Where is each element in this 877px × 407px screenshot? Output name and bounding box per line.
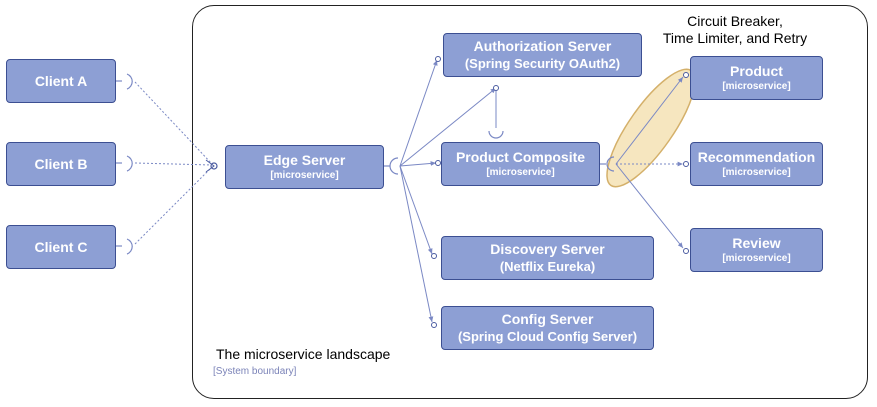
- product-composite-subtitle: [microservice]: [486, 167, 555, 178]
- client-c-label: Client C: [34, 238, 88, 255]
- config-server-box: Config Server (Spring Cloud Config Serve…: [441, 306, 654, 350]
- annotation-line-1: Circuit Breaker,: [687, 13, 783, 29]
- product-subtitle: [microservice]: [722, 81, 791, 92]
- product-composite-title: Product Composite: [455, 149, 586, 165]
- review-title: Review: [732, 235, 781, 251]
- product-box: Product [microservice]: [690, 56, 823, 100]
- authorization-server-subtitle: (Spring Security OAuth2): [464, 56, 621, 71]
- recommendation-box: Recommendation [microservice]: [690, 142, 823, 186]
- recommendation-subtitle: [microservice]: [722, 167, 791, 178]
- review-subtitle: [microservice]: [722, 253, 791, 264]
- boundary-subtitle: [System boundary]: [213, 366, 297, 377]
- authorization-server-title: Authorization Server: [473, 38, 612, 54]
- edge-server-title: Edge Server: [263, 152, 346, 168]
- client-a-box: Client A: [6, 59, 116, 103]
- recommendation-title: Recommendation: [697, 149, 816, 165]
- product-title: Product: [730, 63, 783, 79]
- client-b-label: Client B: [34, 155, 88, 172]
- circuit-breaker-annotation: Circuit Breaker, Time Limiter, and Retry: [640, 13, 830, 47]
- authorization-server-box: Authorization Server (Spring Security OA…: [443, 33, 642, 77]
- config-server-title: Config Server: [501, 311, 594, 327]
- client-b-box: Client B: [6, 142, 116, 186]
- discovery-server-subtitle: (Netflix Eureka): [499, 259, 596, 274]
- discovery-server-title: Discovery Server: [490, 241, 605, 257]
- config-server-subtitle: (Spring Cloud Config Server): [457, 329, 638, 344]
- product-composite-box: Product Composite [microservice]: [441, 142, 600, 186]
- review-box: Review [microservice]: [690, 228, 823, 272]
- annotation-line-2: Time Limiter, and Retry: [662, 30, 808, 46]
- system-boundary: [192, 5, 868, 399]
- boundary-title: The microservice landscape: [216, 346, 391, 362]
- discovery-server-box: Discovery Server (Netflix Eureka): [441, 236, 654, 280]
- client-c-box: Client C: [6, 225, 116, 269]
- edge-server-box: Edge Server [microservice]: [225, 145, 384, 189]
- client-a-label: Client A: [34, 72, 88, 89]
- edge-server-subtitle: [microservice]: [270, 170, 339, 181]
